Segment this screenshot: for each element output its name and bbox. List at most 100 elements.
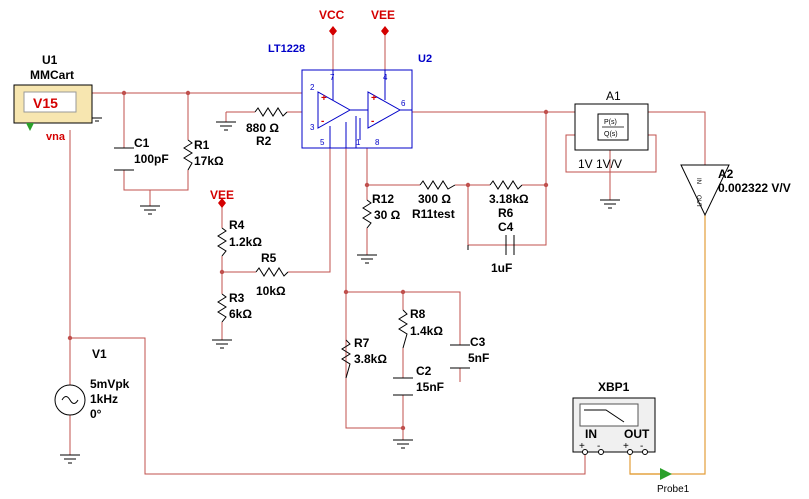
- svg-text:1.4kΩ: 1.4kΩ: [410, 324, 443, 338]
- ground-a1: [600, 199, 620, 209]
- svg-text:R6: R6: [498, 206, 514, 220]
- svg-text:C2: C2: [416, 364, 432, 378]
- svg-text:Q(s): Q(s): [604, 131, 618, 138]
- svg-text:7: 7: [330, 73, 335, 82]
- svg-text:OUT: OUT: [695, 195, 701, 208]
- capacitor-c4[interactable]: C4 1uF: [491, 220, 515, 275]
- svg-text:A1: A1: [606, 89, 621, 103]
- svg-text:+: +: [371, 93, 377, 104]
- capacitor-c1[interactable]: C1 100pF: [114, 136, 169, 171]
- svg-text:U2: U2: [418, 53, 432, 65]
- svg-text:-: -: [597, 441, 600, 452]
- ac-source-v1[interactable]: V1 5mVpk 1kHz 0°: [54, 347, 130, 421]
- svg-text:1: 1: [356, 138, 361, 147]
- svg-text:3.18kΩ: 3.18kΩ: [489, 192, 529, 206]
- svg-text:OUT: OUT: [624, 427, 650, 441]
- resistor-r4[interactable]: R4 1.2kΩ: [217, 218, 262, 257]
- svg-text:Probe1: Probe1: [657, 484, 690, 495]
- divider-a1[interactable]: A1 P(s) Q(s) 1V 1V/V: [574, 89, 649, 171]
- svg-text:1V/V: 1V/V: [596, 157, 622, 171]
- resistor-r5[interactable]: R5 10kΩ: [255, 251, 289, 298]
- svg-text:V1: V1: [92, 347, 107, 361]
- svg-text:LT1228: LT1228: [268, 43, 305, 55]
- svg-text:0°: 0°: [90, 407, 102, 421]
- svg-text:VEE: VEE: [210, 188, 234, 202]
- svg-text:VEE: VEE: [371, 8, 395, 22]
- svg-text:VCC: VCC: [319, 8, 345, 22]
- svg-text:300 Ω: 300 Ω: [418, 192, 451, 206]
- svg-text:6: 6: [401, 99, 406, 108]
- svg-text:0.002322 V/V: 0.002322 V/V: [718, 181, 791, 195]
- svg-text:-: -: [321, 116, 324, 127]
- resistor-r8[interactable]: R8 1.4kΩ: [398, 307, 443, 349]
- probe-1[interactable]: Probe1: [657, 468, 690, 495]
- svg-text:5: 5: [320, 138, 325, 147]
- svg-text:1uF: 1uF: [491, 261, 512, 275]
- svg-text:C4: C4: [498, 220, 514, 234]
- svg-text:R3: R3: [229, 291, 245, 305]
- svg-text:P(s): P(s): [604, 119, 617, 126]
- svg-text:vna: vna: [46, 131, 66, 143]
- svg-text:15nF: 15nF: [416, 380, 444, 394]
- bode-plotter-xbp1[interactable]: XBP1 IN OUT + - + -: [572, 380, 656, 455]
- svg-text:1V: 1V: [578, 157, 593, 171]
- svg-text:R4: R4: [229, 218, 245, 232]
- svg-text:3.8kΩ: 3.8kΩ: [354, 352, 387, 366]
- ground-r7: [393, 439, 413, 449]
- svg-text:5mVpk: 5mVpk: [90, 377, 130, 391]
- svg-text:R5: R5: [261, 251, 277, 265]
- svg-text:R2: R2: [256, 134, 272, 148]
- gain-block-a2[interactable]: IN OUT A2 0.002322 V/V: [680, 164, 791, 217]
- svg-text:R11test: R11test: [412, 207, 455, 221]
- ground-r12: [357, 254, 377, 264]
- svg-text:17kΩ: 17kΩ: [194, 154, 224, 168]
- svg-text:IN: IN: [695, 178, 701, 184]
- ic-u2[interactable]: LT1228 U2 + - + - 2 3 7 4 5 1 8 6: [268, 43, 432, 149]
- svg-text:R12: R12: [372, 192, 394, 206]
- resistor-r2[interactable]: 880 Ω R2: [246, 107, 288, 148]
- resistor-r12[interactable]: R12 30 Ω: [362, 192, 401, 229]
- svg-text:+: +: [623, 441, 629, 452]
- svg-text:6kΩ: 6kΩ: [229, 307, 252, 321]
- svg-text:IN: IN: [585, 427, 597, 441]
- svg-text:R8: R8: [410, 307, 426, 321]
- resistor-r6[interactable]: 3.18kΩ R6: [489, 180, 529, 220]
- svg-text:1kHz: 1kHz: [90, 392, 118, 406]
- svg-text:100pF: 100pF: [134, 152, 169, 166]
- svg-text:MMCart: MMCart: [30, 68, 74, 82]
- resistor-r3[interactable]: R3 6kΩ: [217, 291, 252, 323]
- svg-text:+: +: [579, 441, 585, 452]
- vee-supply-left: VEE: [210, 188, 234, 208]
- capacitor-c2[interactable]: C2 15nF: [393, 364, 444, 396]
- svg-text:U1: U1: [42, 53, 58, 67]
- ground-v1: [60, 454, 80, 464]
- svg-text:880 Ω: 880 Ω: [246, 121, 279, 135]
- svg-text:1.2kΩ: 1.2kΩ: [229, 235, 262, 249]
- svg-text:C1: C1: [134, 136, 150, 150]
- resistor-r11test[interactable]: 300 Ω R11test: [412, 180, 456, 221]
- svg-text:C3: C3: [470, 335, 486, 349]
- svg-text:4: 4: [383, 73, 388, 82]
- capacitor-c3[interactable]: C3 5nF: [450, 335, 489, 369]
- ground-c1: [140, 205, 160, 215]
- ground-r3: [212, 339, 232, 349]
- svg-text:-: -: [640, 441, 643, 452]
- svg-text:8: 8: [375, 138, 380, 147]
- svg-text:10kΩ: 10kΩ: [256, 284, 286, 298]
- svg-text:R7: R7: [354, 336, 370, 350]
- junctions: [67, 90, 549, 431]
- resistor-r1[interactable]: R1 17kΩ: [183, 138, 224, 171]
- svg-text:5nF: 5nF: [468, 351, 489, 365]
- svg-text:XBP1: XBP1: [598, 380, 630, 394]
- svg-text:A2: A2: [718, 167, 734, 181]
- vcc-supply: VCC: [319, 8, 345, 36]
- vee-supply-top: VEE: [371, 8, 395, 36]
- svg-text:30 Ω: 30 Ω: [374, 208, 401, 222]
- svg-text:+: +: [321, 93, 327, 104]
- ground-r2: [216, 121, 236, 131]
- svg-text:-: -: [371, 116, 374, 127]
- svg-text:R1: R1: [194, 138, 210, 152]
- resistor-r7[interactable]: R7 3.8kΩ: [341, 336, 387, 379]
- multimeter-u1[interactable]: U1 MMCart V15 vna: [13, 53, 102, 143]
